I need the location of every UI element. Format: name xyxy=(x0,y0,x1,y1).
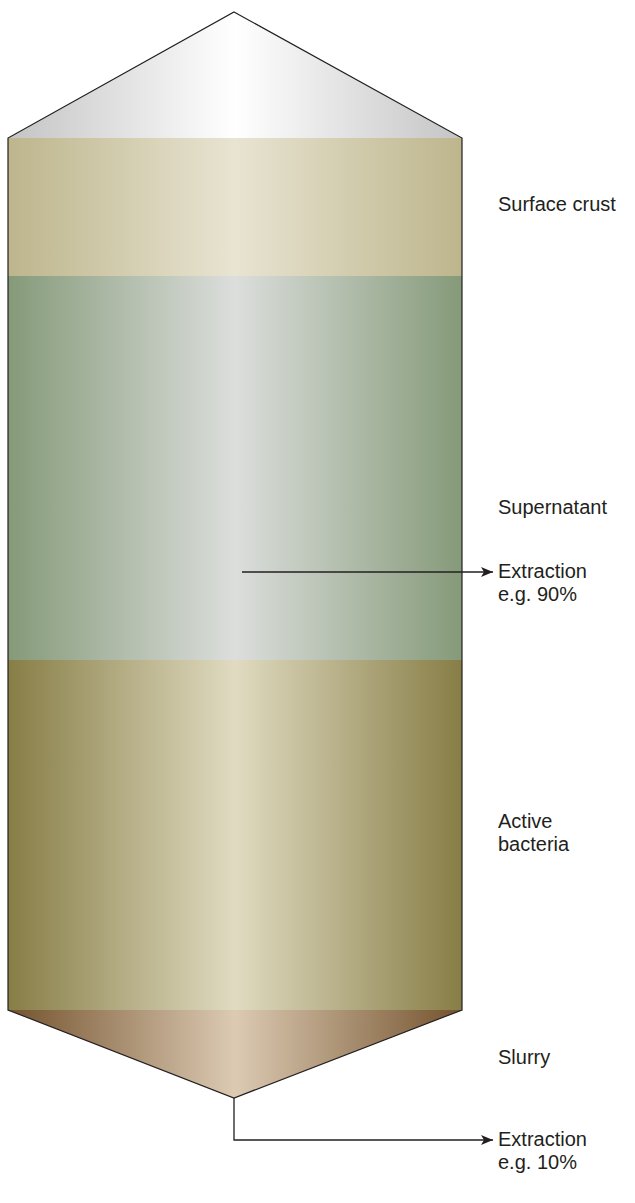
band-label: Active bacteria xyxy=(498,810,610,856)
bacteria-band xyxy=(8,660,462,1010)
extraction-pipe xyxy=(234,1098,493,1140)
band-label: Surface crust xyxy=(498,193,616,216)
crust-band xyxy=(8,138,462,276)
band-label: Slurry xyxy=(498,1046,550,1069)
band-label: Supernatant xyxy=(498,496,607,519)
extraction-arrow xyxy=(242,571,493,572)
slurry-cone xyxy=(8,1010,462,1098)
roof-cone xyxy=(8,12,462,138)
supernatant-band xyxy=(8,276,462,660)
vessel-outline xyxy=(8,12,462,1098)
extraction-label: Extraction e.g. 10% xyxy=(498,1128,610,1174)
extraction-label: Extraction e.g. 90% xyxy=(498,560,610,606)
